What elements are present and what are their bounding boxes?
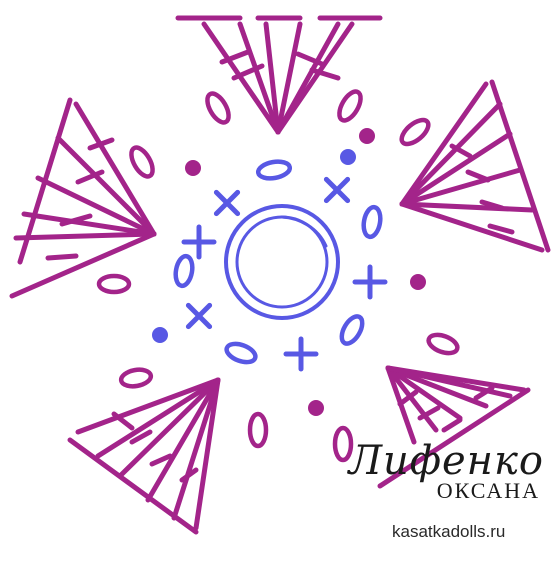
slip-stitch-dot (359, 128, 375, 144)
fan-crossbar (473, 385, 495, 401)
fan-stem (399, 167, 523, 207)
chain-symbol (173, 253, 195, 289)
fan-crossbar (309, 67, 341, 81)
fan-stem (21, 211, 157, 237)
chain-symbol (255, 159, 293, 181)
fan-crossbar (45, 253, 79, 261)
fan-crossbar (295, 51, 325, 67)
fan-stem (75, 377, 221, 435)
slip-stitch-dot (410, 274, 426, 290)
fan-crossbar (59, 213, 93, 227)
site-url: kasatkadolls.ru (392, 522, 506, 541)
chain-symbol (426, 332, 460, 356)
fan-crossbar (87, 137, 115, 151)
fan-stem (193, 377, 221, 531)
slip-stitch-dot (308, 400, 324, 416)
fan-stem (275, 21, 355, 135)
single-crochet-symbol (323, 176, 351, 204)
author-script: Лифенко (348, 438, 544, 484)
slip-stitch-dot (152, 327, 168, 343)
fan-stem (263, 21, 281, 135)
single-crochet-symbol (181, 224, 217, 260)
single-crochet-symbol (185, 302, 213, 330)
fan-crossbar (75, 169, 105, 185)
fan-crossbar (67, 437, 199, 535)
fan-stem (275, 21, 303, 135)
fan-stem (171, 377, 221, 521)
fan-crossbar (441, 417, 463, 433)
fan-stem (399, 201, 545, 253)
chain-symbol (129, 145, 155, 179)
chain-symbol (361, 204, 383, 240)
double-crochet-fan (399, 79, 551, 253)
fan-crossbar (149, 453, 173, 467)
chain-symbol (224, 341, 258, 365)
fan-stem (13, 231, 157, 241)
double-crochet-fan (67, 377, 221, 535)
fan-stem (201, 21, 281, 135)
chain-symbol (96, 273, 132, 295)
double-crochet-fan (9, 97, 157, 299)
fan-stem (385, 365, 527, 393)
fan-stem (35, 175, 157, 237)
fan-crossbar (17, 97, 73, 265)
double-crochet-fan (175, 15, 383, 135)
fan-crossbar (449, 143, 473, 159)
chain-symbol (399, 117, 431, 147)
magic-ring-outer (224, 204, 340, 320)
fan-crossbar (397, 389, 419, 407)
outer-round (9, 15, 551, 535)
fan-crossbar (479, 199, 505, 211)
single-crochet-symbol (352, 264, 388, 300)
fan-stem (9, 231, 157, 299)
fan-crossbar (465, 169, 491, 183)
fan-stem (55, 135, 157, 237)
fan-stem (399, 81, 489, 207)
fan-stem (117, 377, 221, 479)
stitch-stroke (323, 176, 351, 204)
fan-crossbar (377, 387, 531, 489)
chain-symbol (339, 314, 365, 346)
single-crochet-symbol (213, 189, 241, 217)
double-crochet-fan (377, 365, 531, 489)
inner-round (152, 149, 388, 372)
chain-symbol (205, 91, 231, 125)
fan-crossbar (489, 79, 551, 253)
fan-stem (385, 365, 463, 421)
chain-symbol (337, 89, 363, 123)
author-name: ОКСАНА (436, 478, 540, 503)
stitch-stroke (185, 302, 213, 330)
fan-stem (73, 101, 157, 237)
fan-stem (399, 201, 535, 213)
fan-crossbar (417, 405, 441, 421)
single-crochet-symbol (283, 336, 319, 372)
fan-crossbar (179, 467, 199, 483)
fan-crossbar (129, 429, 153, 445)
fan-crossbar (219, 49, 251, 65)
fan-stem (385, 365, 439, 433)
magic-ring-tail (280, 215, 328, 248)
fan-stem (385, 365, 489, 409)
fan-crossbar (487, 223, 515, 235)
fan-stem (95, 377, 221, 459)
slip-stitch-dot (185, 160, 201, 176)
fan-stem (399, 101, 503, 207)
fan-stem (399, 131, 513, 207)
fan-stem (145, 377, 221, 503)
fan-crossbar (111, 411, 135, 431)
fan-crossbar (231, 63, 265, 81)
chain-symbol (118, 367, 154, 389)
author-signature: Лифенко ОКСАНА (344, 438, 544, 530)
chain-symbol (332, 425, 354, 463)
stitch-stroke (213, 189, 241, 217)
chain-symbol (247, 411, 269, 449)
slip-stitch-dot (340, 149, 356, 165)
fan-stem (237, 21, 281, 135)
